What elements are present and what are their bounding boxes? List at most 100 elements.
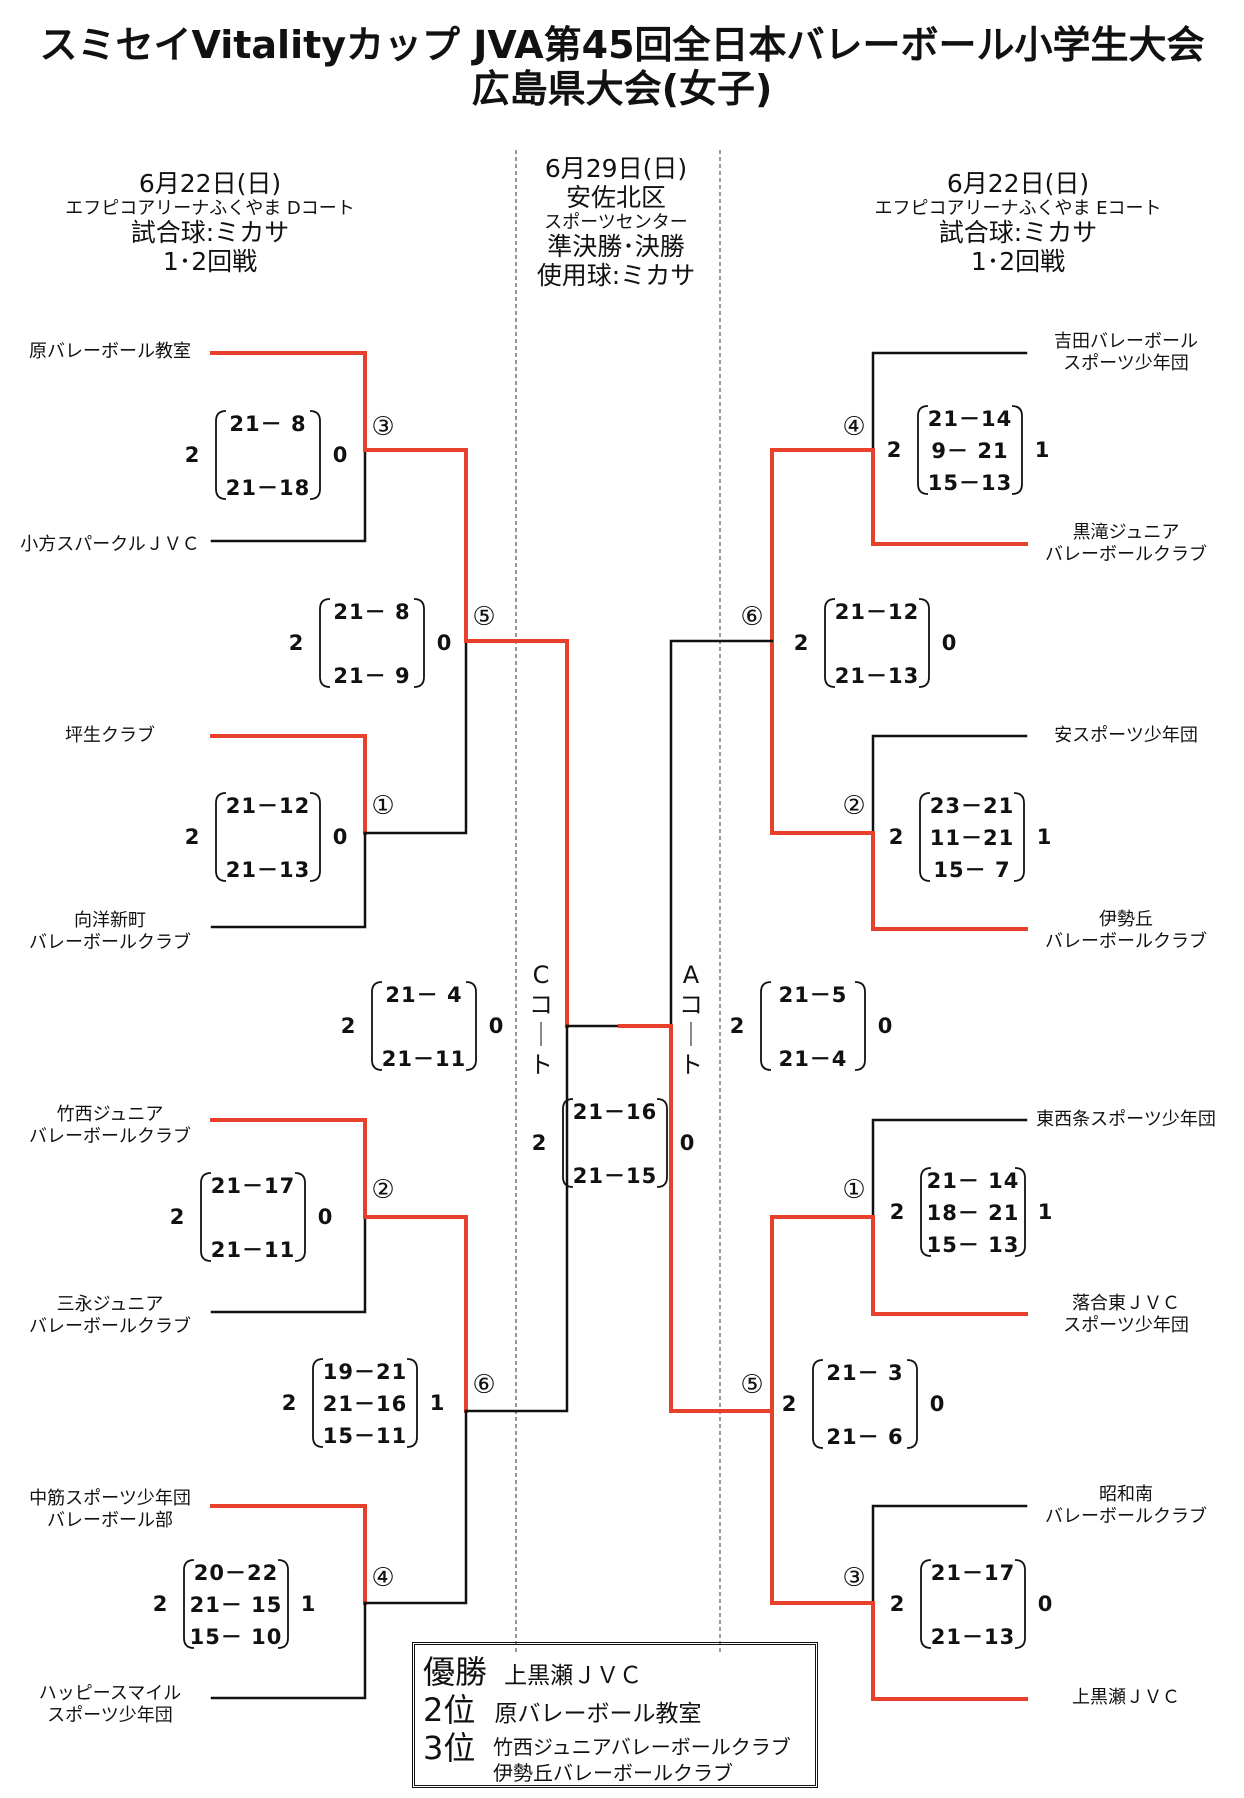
right-team-4: 伊勢丘バレーボールクラブ [1045, 909, 1207, 953]
score-paren-right [309, 410, 321, 500]
left-team-5-line: 竹西ジュニア [56, 1104, 164, 1125]
winner-path-18 [871, 831, 1028, 931]
match-LSF-set-1: 21－ 4 [385, 983, 463, 1007]
right-round: 1･2回戦 [970, 247, 1066, 277]
first-label: 優勝 [423, 1653, 488, 1691]
match-L2-right-score: 0 [332, 825, 348, 849]
right-team-7-line: バレーボールクラブ [1045, 1506, 1207, 1527]
match-R2-set-3: 15－ 7 [933, 858, 1011, 882]
right-team-1: 吉田バレーボールスポーツ少年団 [1054, 331, 1198, 375]
match-L2-set-1: 21－12 [225, 794, 311, 818]
match-F-left-score: 2 [531, 1131, 547, 1155]
winner-path-16 [871, 448, 1028, 546]
match-R3-set-3: 15－ 13 [926, 1233, 1020, 1257]
match-L1-left-score: 2 [184, 443, 200, 467]
right-team-3: 安スポーツ少年団 [1054, 725, 1198, 747]
title-line1: スミセイVitalityカップ JVA第45回全日本バレーボール小学生大会 [39, 23, 1205, 67]
bracket-line-9 [363, 639, 468, 835]
match-RSF-left-score: 2 [729, 1014, 745, 1038]
match-L2-left-score: 2 [184, 825, 200, 849]
match-R6-set-1: 21－12 [834, 600, 920, 624]
winner-path-12 [464, 639, 569, 1028]
score-paren-left [215, 792, 227, 882]
match-R1-left-score: 2 [886, 438, 902, 462]
match-L4-right-score: 1 [300, 1592, 316, 1616]
right-team-4-line: バレーボールクラブ [1045, 931, 1207, 952]
right-team-5-line: 東西条スポーツ少年団 [1036, 1109, 1216, 1130]
right-team-2: 黒滝ジュニアバレーボールクラブ [1045, 522, 1207, 566]
score-paren-right [309, 792, 321, 882]
winner-path-23 [770, 448, 875, 643]
second-label: 2位 [423, 1691, 476, 1729]
score-paren-left [760, 981, 772, 1071]
match-L4-set-3: 15－ 10 [189, 1625, 283, 1649]
score-paren-right [1014, 1559, 1026, 1649]
left-match-number-5: ④ [371, 1563, 395, 1593]
match-L6-set-3: 15－11 [322, 1424, 408, 1448]
match-L5-set-3: 21－ 9 [333, 664, 411, 688]
winner-path-4 [210, 1118, 367, 1219]
score-paren-right [906, 1359, 918, 1449]
winner-path-25 [770, 1215, 875, 1413]
winner-path-20 [871, 1215, 1028, 1316]
match-R5-right-score: 0 [929, 1392, 945, 1416]
match-R5-set-3: 21－ 6 [826, 1425, 904, 1449]
winner-path-0 [210, 351, 367, 452]
right-team-3-line: 安スポーツ少年団 [1054, 725, 1198, 746]
right-venue: エフピコアリーナふくやま Eコート [874, 197, 1162, 219]
center-date: 6月29日(日) [544, 154, 688, 183]
third-team-2: 伊勢丘バレーボールクラブ [493, 1761, 733, 1785]
winner-path-8 [363, 448, 468, 643]
match-L4-set-1: 20－22 [193, 1561, 279, 1585]
match-L5-set-1: 21－ 8 [333, 600, 411, 624]
left-team-7: 中筋スポーツ少年団バレーボール部 [29, 1488, 191, 1532]
match-L6-left-score: 2 [281, 1391, 297, 1415]
right-team-1-line: スポーツ少年団 [1063, 353, 1189, 374]
bracket-line-13 [464, 1024, 569, 1413]
left-round: 1･2回戦 [162, 247, 258, 277]
left-team-1-line: 原バレーボール教室 [29, 341, 191, 362]
match-R4-right-score: 0 [1037, 1592, 1053, 1616]
left-match-number-3: ⑤ [472, 602, 496, 632]
left-venue: エフピコアリーナふくやま Dコート [65, 197, 355, 219]
right-team-8-line: 上黒瀬ＪＶＣ [1072, 1687, 1180, 1708]
score-paren-left [562, 1098, 574, 1188]
match-R5-left-score: 2 [781, 1392, 797, 1416]
right-match-number-1: ④ [842, 412, 866, 442]
score-paren-left [920, 1559, 932, 1649]
bracket-line-27 [669, 639, 774, 1028]
right-ball: 試合球:ミカサ [938, 218, 1098, 248]
right-team-2-line: バレーボールクラブ [1045, 544, 1207, 565]
match-R6-left-score: 2 [793, 631, 809, 655]
left-team-2-line: 小方スパークルＪＶＣ [20, 534, 200, 555]
match-L6-set-2: 21－16 [322, 1392, 408, 1416]
match-RSF-set-1: 21－5 [778, 983, 848, 1007]
match-L3-left-score: 2 [169, 1205, 185, 1229]
right-team-7-line: 昭和南 [1099, 1484, 1153, 1505]
left-match-number-1: ③ [371, 412, 395, 442]
right-team-2-line: 黒滝ジュニア [1072, 522, 1180, 543]
winner-path-2 [210, 734, 367, 835]
score-paren-right [656, 1098, 668, 1188]
match-R4-set-1: 21－17 [930, 1561, 1016, 1585]
match-L1-set-3: 21－18 [225, 476, 311, 500]
score-paren-right [413, 598, 425, 688]
match-R1-set-1: 21－14 [927, 407, 1013, 431]
score-paren-right [918, 598, 930, 688]
bracket-line-15 [871, 351, 1028, 452]
score-paren-left [919, 792, 931, 882]
third-label: 3位 [423, 1729, 476, 1767]
match-L1-set-1: 21－ 8 [229, 412, 307, 436]
match-L6-set-1: 19－21 [322, 1360, 408, 1384]
left-team-5: 竹西ジュニアバレーボールクラブ [29, 1104, 191, 1148]
match-R4-set-3: 21－13 [930, 1625, 1016, 1649]
right-date: 6月22日(日) [946, 169, 1090, 198]
right-team-1-line: 吉田バレーボール [1054, 331, 1198, 352]
winner-path-26 [770, 1409, 875, 1605]
bracket-line-21 [871, 1504, 1028, 1605]
score-paren-right [465, 981, 477, 1071]
winner-path-24 [770, 639, 875, 835]
left-team-2: 小方スパークルＪＶＣ [20, 534, 199, 556]
